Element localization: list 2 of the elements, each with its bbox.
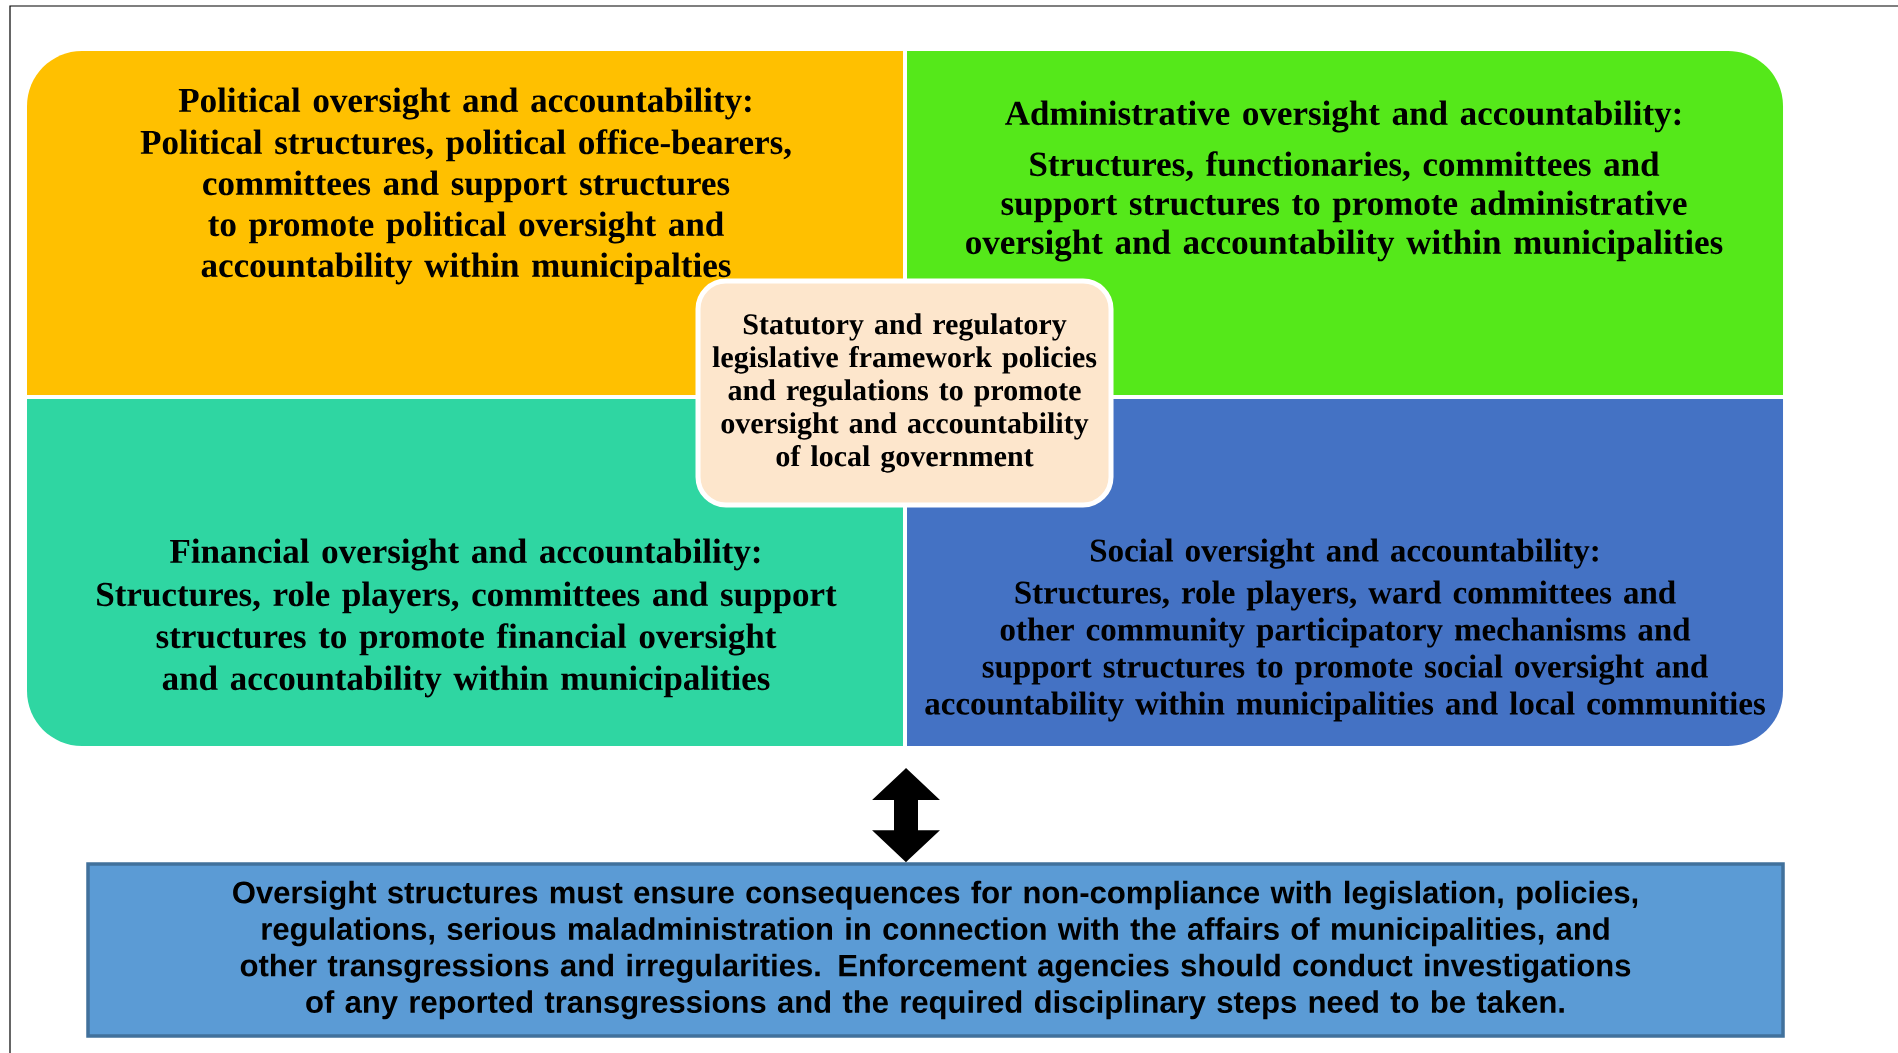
note-box: Oversight structures must ensure consequences for non-compliance with legislation, policies, regulations, serious maladministration in connection with the affairs of municipalities, and other transgressions and irregularities. Enforcement agencies should conduct investigations of any reported transgressions and the required disciplinary steps need to be taken. xyxy=(86,862,1785,1038)
center-box: Statutory and regulatory legislative framework policies and regulations to promote oversight and accountability of local government xyxy=(695,278,1114,508)
